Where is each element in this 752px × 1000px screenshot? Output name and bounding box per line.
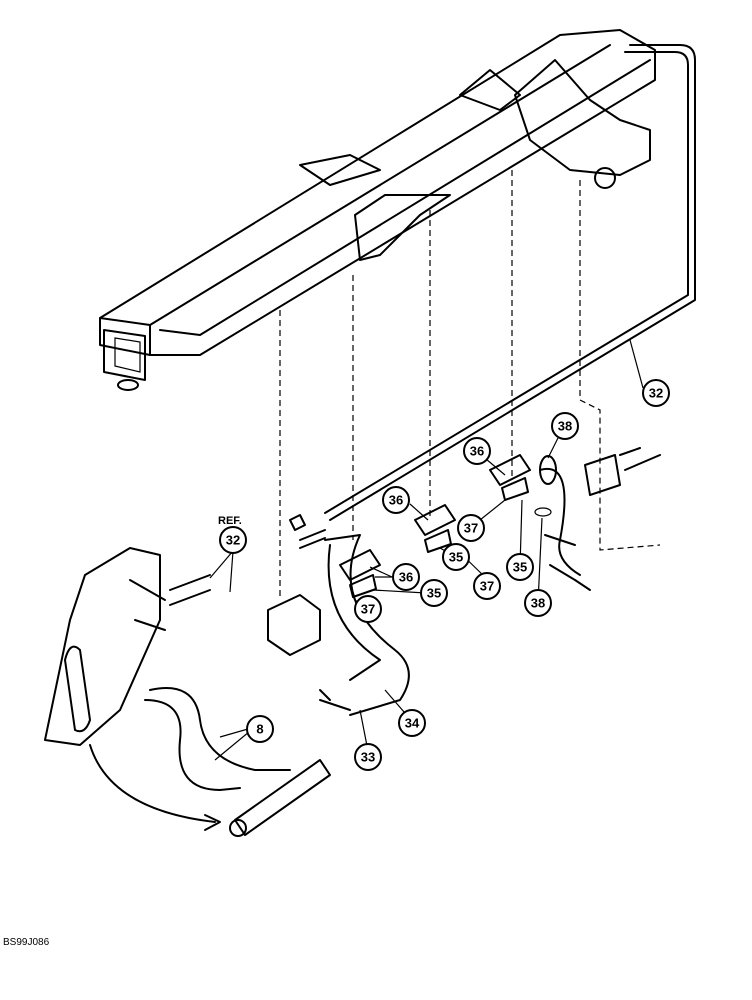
callout-37a: 37 [457,514,485,542]
callout-label: 8 [256,722,263,737]
callout-38b: 38 [524,589,552,617]
alignment-lines [279,170,661,600]
boom-arm [99,29,656,391]
hydraulic-tube-32 [324,44,696,521]
callout-label: 36 [389,493,403,508]
callout-label: 35 [449,550,463,565]
callout-label: 32 [226,533,240,548]
callout-label: 32 [649,386,663,401]
callout-label: 37 [361,602,375,617]
callout-35a: 35 [442,543,470,571]
loader-frame [44,547,211,746]
callout-label: 37 [464,521,478,536]
callout-36c: 36 [392,563,420,591]
callout-32-ref: REF. 32 [218,515,247,554]
callout-label: 36 [470,444,484,459]
callout-38a: 38 [551,412,579,440]
mounting-plate [534,447,661,591]
callout-37b: 37 [473,572,501,600]
callout-36a: 36 [463,437,491,465]
callout-8: 8 [246,715,274,743]
cylinder [89,744,331,837]
callout-34: 34 [398,709,426,737]
callout-label: 35 [513,560,527,575]
callout-label: 35 [427,586,441,601]
drawing-code: BS99J086 [3,937,50,948]
callout-37c: 37 [354,595,382,623]
valve-block [267,514,326,656]
callout-label: 38 [531,596,545,611]
callout-label: 34 [405,716,420,731]
callout-36b: 36 [382,486,410,514]
callout-32-main: 32 [642,379,670,407]
hoses-8 [144,687,291,791]
callout-33: 33 [354,743,382,771]
callout-35c: 35 [506,553,534,581]
callout-label: 38 [558,419,572,434]
callout-label: 37 [480,579,494,594]
callout-label: 33 [361,750,375,765]
clamp-assemblies [339,454,531,598]
ref-label: REF. [218,515,242,527]
callout-label: 36 [399,570,413,585]
callout-35b: 35 [420,579,448,607]
